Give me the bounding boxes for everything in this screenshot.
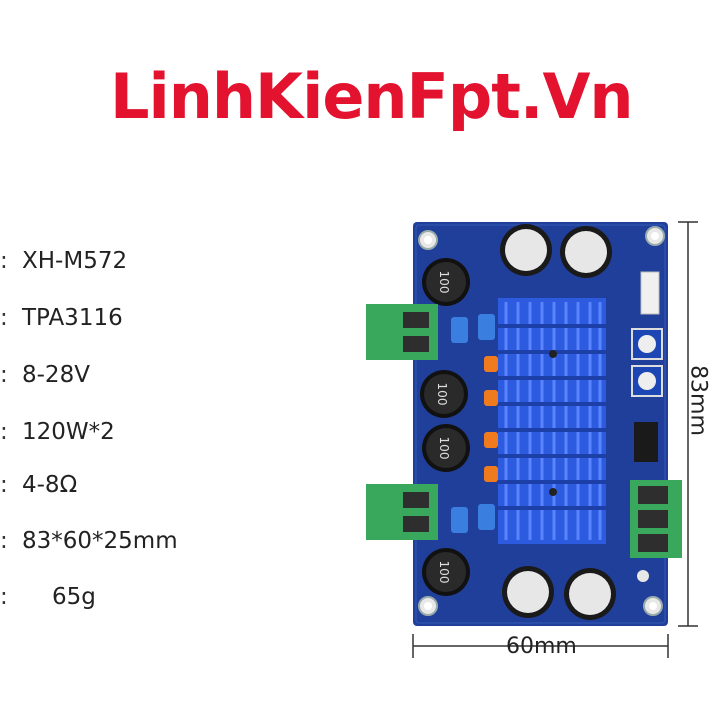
amplifier-board-illustration: 100 100 100 100 — [366, 221, 698, 658]
spec-separator: : — [0, 472, 8, 498]
height-dimension-label: 83mm — [685, 365, 711, 436]
mounting-holes — [418, 226, 665, 616]
input-terminal-top — [366, 304, 438, 360]
spec-separator: : — [0, 305, 8, 331]
spec-separator: : — [0, 419, 8, 445]
heatsink — [498, 298, 606, 544]
potentiometers — [631, 328, 663, 397]
header-connector — [640, 271, 660, 315]
dimension-lines — [412, 221, 698, 658]
inductor-label: 100 — [435, 383, 449, 406]
spec-value-impedance: 4-8Ω — [22, 472, 78, 498]
spec-value-weight: 65g — [52, 584, 96, 610]
inductors: 100 100 100 100 — [420, 258, 470, 596]
spec-value-size: 83*60*25mm — [22, 528, 178, 554]
input-terminal-bottom — [366, 484, 438, 540]
power-terminal — [630, 480, 682, 558]
inductor-label: 100 — [437, 561, 451, 584]
brand-logo-text: LinhKienFpt.Vn — [110, 60, 634, 133]
regulator-chip — [634, 422, 658, 462]
spec-value-voltage: 8-28V — [22, 362, 90, 388]
spec-separator: : — [0, 248, 8, 274]
spec-separator: : — [0, 584, 8, 610]
spec-value-model: XH-M572 — [22, 248, 128, 274]
spec-value-chip: TPA3116 — [22, 305, 123, 331]
inductor-label: 100 — [437, 271, 451, 294]
capacitors — [500, 224, 616, 620]
spec-value-power: 120W*2 — [22, 419, 115, 445]
film-capacitors — [451, 314, 498, 533]
width-dimension-label: 60mm — [506, 634, 577, 659]
spec-separator: : — [0, 362, 8, 388]
spec-separator: : — [0, 528, 8, 554]
inductor-label: 100 — [437, 437, 451, 460]
